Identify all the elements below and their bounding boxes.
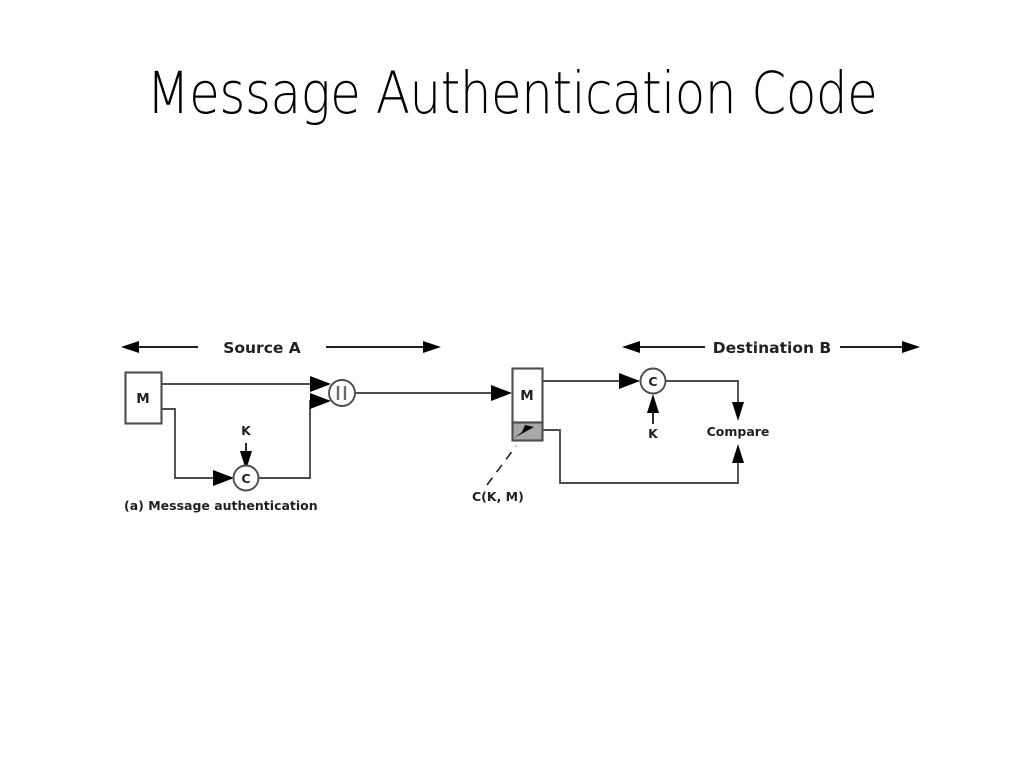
destination-key-input: K — [647, 394, 659, 441]
destination-span-arrow: Destination B — [622, 339, 920, 357]
mac-label: C(K, M) — [472, 489, 524, 504]
source-message-to-concat-wire — [162, 376, 331, 392]
source-mac-to-concat-wire — [259, 393, 331, 479]
diagram-caption: (a) Message authentication — [124, 498, 318, 513]
destination-message-box-label: M — [520, 388, 533, 404]
source-mac-function-node: C — [232, 464, 260, 492]
mac-label-leader: C(K, M) — [472, 445, 524, 504]
compare-label: Compare — [707, 424, 770, 439]
source-message-box: M — [124, 371, 163, 425]
destination-mac-function-node: C — [639, 367, 667, 395]
destination-mac-function-label: C — [648, 374, 657, 389]
received-mac-to-compare-wire — [542, 429, 744, 484]
received-mac-block — [511, 421, 544, 442]
source-key-input: K — [240, 423, 252, 470]
source-message-box-label: M — [136, 391, 149, 407]
destination-region-label: Destination B — [713, 339, 831, 357]
transmission-wire — [355, 385, 512, 401]
source-key-label: K — [241, 423, 252, 438]
source-region-label: Source A — [223, 339, 301, 357]
destination-message-to-mac-wire — [542, 373, 640, 389]
page-title: Message Authentication Code — [146, 59, 878, 127]
computed-mac-to-compare-wire — [666, 380, 744, 421]
source-span-arrow: Source A — [121, 339, 441, 357]
concatenation-node — [328, 379, 356, 407]
source-mac-function-label: C — [241, 471, 250, 486]
destination-message-box: M — [511, 367, 544, 442]
destination-key-label: K — [648, 426, 659, 441]
source-message-to-mac-wire — [162, 408, 234, 486]
